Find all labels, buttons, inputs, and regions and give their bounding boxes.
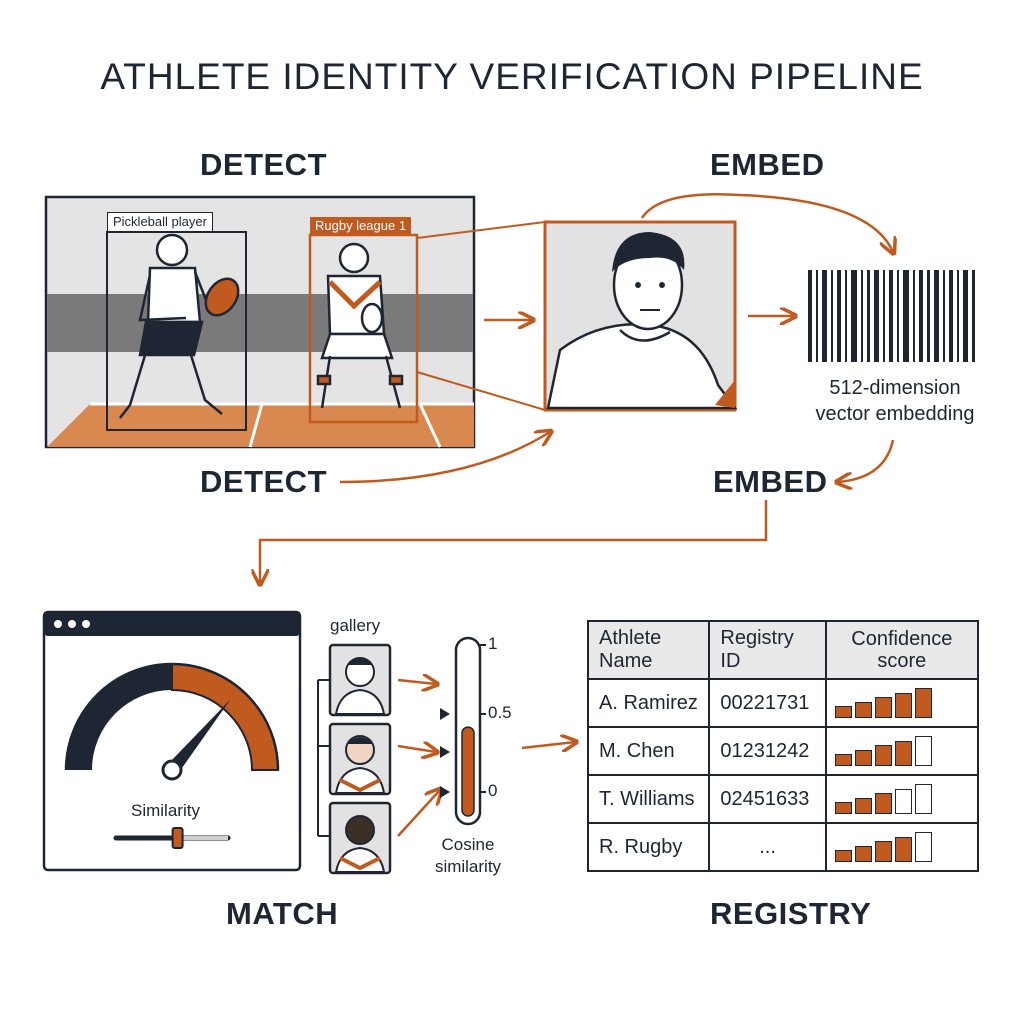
confidence-bar <box>874 697 892 718</box>
athlete-name-cell: R. Rugby <box>586 822 711 872</box>
header-registry-id: Registry ID <box>708 620 827 680</box>
confidence-bar <box>894 692 912 718</box>
gallery-face-3[interactable] <box>328 801 392 875</box>
bbox-label-rugby: Rugby league 1 <box>310 217 412 235</box>
crop-line-bottom <box>416 371 546 411</box>
confidence-bar <box>854 797 872 814</box>
gallery <box>317 679 330 837</box>
confidence-bars <box>834 688 969 718</box>
diagram-title: ATHLETE IDENTITY VERIFICATION PIPELINE <box>100 56 924 97</box>
confidence-bar <box>834 850 852 862</box>
confidence-bars <box>834 736 969 766</box>
confidence-bar <box>854 749 872 766</box>
confidence-bar <box>874 793 892 814</box>
gauge-label: Similarity <box>131 801 200 820</box>
athlete-name-cell: A. Ramirez <box>586 678 711 728</box>
confidence-bar <box>894 836 912 862</box>
stage-label-registry: REGISTRY <box>710 896 872 931</box>
confidence-bars <box>834 784 969 814</box>
scale-tick-0: 0 <box>488 781 498 800</box>
match-window <box>42 610 302 872</box>
flow-arrows <box>260 193 893 837</box>
gauge-needle-hub <box>161 759 183 781</box>
gauge-needle <box>161 699 231 781</box>
athlete-name-cell: M. Chen <box>586 726 711 776</box>
stage-label-match: MATCH <box>226 896 339 931</box>
confidence-bar <box>834 706 852 718</box>
registry-table: Athlete Name Registry ID Confidence scor… <box>586 620 980 872</box>
cosine-label-line2: similarity <box>434 857 502 876</box>
cosine-scale-fill <box>461 726 475 817</box>
face-crop <box>543 220 738 412</box>
confidence-score-cell <box>824 774 980 824</box>
bbox-rugby <box>308 233 419 424</box>
stage-label-detect-top: DETECT <box>200 147 327 182</box>
confidence-bar <box>874 841 892 862</box>
pickleball-player-figure <box>119 233 240 419</box>
gallery-label: gallery <box>330 616 381 635</box>
gallery-face-2[interactable] <box>328 722 392 796</box>
slider-handle[interactable] <box>171 827 184 849</box>
crop-line-top <box>416 221 546 239</box>
confidence-bar <box>914 688 932 718</box>
bbox-pickleball <box>106 231 247 431</box>
confidence-bars <box>834 832 969 862</box>
confidence-score-cell <box>824 726 980 776</box>
scale-tick-1: 1 <box>488 634 498 653</box>
confidence-bar <box>894 788 912 814</box>
registry-id-cell: 00221731 <box>708 678 827 728</box>
stage-label-embed-bottom: EMBED <box>713 464 828 499</box>
registry-id-cell: 01231242 <box>708 726 827 776</box>
confidence-bar <box>834 802 852 814</box>
confidence-bar <box>894 740 912 766</box>
similarity-gauge <box>64 662 280 771</box>
stage-label-embed-top: EMBED <box>710 147 825 182</box>
confidence-bar <box>834 754 852 766</box>
cosine-label-line1: Cosine <box>441 835 495 854</box>
confidence-bar <box>874 745 892 766</box>
stage-label-detect-bottom: DETECT <box>200 464 327 499</box>
detection-scene <box>44 195 476 449</box>
header-confidence-score: Confidence score <box>824 620 980 680</box>
confidence-bar <box>854 701 872 718</box>
registry-id-cell: 02451633 <box>708 774 827 824</box>
gallery-face-1[interactable] <box>328 643 392 717</box>
confidence-bar <box>914 832 932 862</box>
embedding-caption-line1: 512-dimension <box>829 377 961 399</box>
embedding-caption-line2: vector embedding <box>815 403 975 425</box>
table-row[interactable]: R. Rugby... <box>586 822 980 872</box>
confidence-bar <box>914 736 932 766</box>
confidence-bar <box>854 845 872 862</box>
embedding-barcode <box>808 270 975 362</box>
registry-header-row: Athlete Name Registry ID Confidence scor… <box>586 620 980 680</box>
rugby-player-figure <box>316 242 404 409</box>
bbox-label-pickleball: Pickleball player <box>107 212 213 232</box>
embedding-caption: 512-dimension vector embedding <box>790 375 1000 427</box>
gauge-needle-pointer <box>166 699 231 775</box>
scale-tick-0-5: 0.5 <box>488 703 512 722</box>
similarity-slider[interactable] <box>113 827 231 849</box>
cosine-label: Cosine similarity <box>426 834 510 878</box>
header-athlete-name: Athlete Name <box>586 620 711 680</box>
registry-id-cell: ... <box>708 822 827 872</box>
athlete-name-cell: T. Williams <box>586 774 711 824</box>
confidence-bar <box>914 784 932 814</box>
confidence-score-cell <box>824 822 980 872</box>
confidence-score-cell <box>824 678 980 728</box>
